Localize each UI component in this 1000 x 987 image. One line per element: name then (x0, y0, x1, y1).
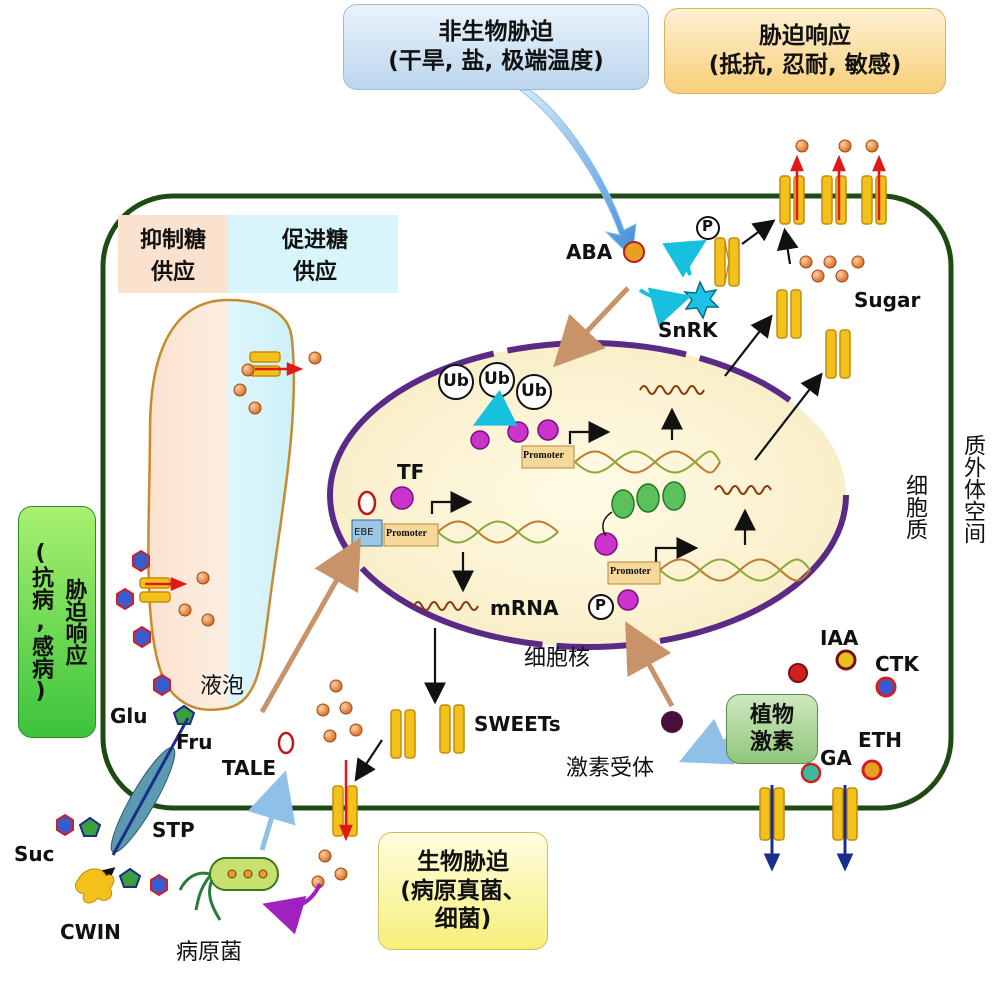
vacuole-label: 液泡 (200, 674, 245, 699)
tale-effector-icon (277, 731, 295, 755)
stress-response-box: 胁迫响应 (抵抗, 忍耐, 敏感) (664, 8, 946, 94)
tale-label: TALE (222, 756, 276, 780)
disease-response-box: 胁迫响应 (抗病,感病) (18, 506, 96, 738)
eth-label: ETH (858, 728, 903, 752)
membrane-transporters (139, 175, 887, 841)
hormone-to-receptor-arrow (678, 718, 735, 765)
tf-label: TF (397, 460, 425, 484)
ub-degradation-arrow (472, 389, 518, 426)
aba-label: ABA (566, 240, 613, 264)
tale-to-ebe-arrow (259, 537, 361, 714)
phosphate-label: P (702, 217, 713, 235)
stp-label: STP (152, 818, 195, 842)
mrna-label: mRNA (490, 596, 559, 620)
ub-label-2: Ub (484, 369, 510, 389)
hormone-receptor-dot (661, 711, 683, 733)
receptor-to-tf-arrow (625, 621, 675, 708)
promoter-label-1: Promoter (523, 450, 564, 461)
hormone-efflux-arrows (763, 785, 854, 872)
biotic-stress-box: 生物胁迫 (病原真菌、 细菌) (378, 832, 548, 950)
aba-to-snrk-arrow (638, 287, 692, 327)
pathogen-to-host-arrow (262, 883, 322, 935)
iaa-label: IAA (820, 626, 859, 650)
dna-helices (437, 450, 811, 582)
efflux-red-arrows (145, 154, 886, 842)
biotic-stress-detail-1: (病原真菌、 (400, 877, 526, 904)
hormone-box: 植物 激素 (726, 694, 818, 764)
fru-label: Fru (176, 730, 213, 754)
aba-to-ub-arrow (553, 286, 630, 368)
tf-phosphate-label: P (595, 596, 606, 614)
promoter-label-2: Promoter (386, 528, 427, 539)
sweets-label: SWEETs (474, 712, 561, 736)
sugar-label: Sugar (854, 288, 921, 312)
nucleus-label: 细胞核 (524, 646, 591, 671)
glu-label: Glu (110, 704, 148, 728)
ctk-label: CTK (875, 652, 919, 676)
pathogen-label: 病原菌 (176, 940, 243, 965)
promoter-boxes (351, 445, 661, 585)
promote-sugar-label: 促进糖 供应 (281, 228, 348, 285)
ebe-label: EBE (354, 527, 374, 538)
abiotic-stress-title: 非生物胁迫 (438, 19, 554, 46)
tale-secretion-arrow (247, 770, 296, 851)
inhibit-sugar-box-bg (118, 215, 228, 293)
cwin-enzyme-icon (75, 868, 115, 904)
promote-sugar-box-bg (228, 215, 398, 293)
disease-response-title: 胁迫响应 (61, 578, 87, 666)
apoplast-label: 质外体空间 (960, 434, 985, 544)
hormone-molecules (788, 649, 897, 784)
pathogen-bacterium-icon (178, 857, 279, 921)
suc-label: Suc (14, 842, 55, 866)
tf-phosphate-icon (588, 594, 614, 620)
tale-ebe-effector (357, 490, 377, 516)
biotic-stress-detail-2: 细菌) (434, 906, 492, 933)
pathway-black-arrows (91, 219, 823, 890)
ub-label-1: Ub (443, 371, 469, 391)
promoter-tss-arrows (430, 421, 699, 562)
transcription-factors (390, 419, 639, 611)
glucose-hexagons (56, 549, 171, 897)
mrna-strands (413, 385, 772, 611)
cwin-label: CWIN (60, 920, 121, 944)
ga-label: GA (820, 746, 852, 770)
green-effectors (611, 481, 686, 519)
biotic-stress-title: 生物胁迫 (417, 848, 509, 875)
disease-response-detail: (抗病,感病) (28, 540, 53, 704)
phosphate-icon (696, 216, 720, 240)
aba-molecule (623, 241, 645, 263)
abiotic-stress-box: 非生物胁迫 (干旱, 盐, 极端温度) (343, 4, 649, 90)
ubiquitin-group (438, 362, 552, 410)
hormone-receptor-label: 激素受体 (566, 756, 655, 781)
tf-tether (602, 511, 613, 537)
inhibit-sugar-label: 抑制糖 供应 (139, 228, 206, 285)
stp-transporter (110, 717, 190, 856)
promoter-label-3: Promoter (610, 566, 651, 577)
stress-response-title: 胁迫响应 (759, 23, 851, 50)
abiotic-stress-detail: (干旱, 盐, 极端温度) (388, 48, 604, 74)
cytoplasm-label: 细胞质 (902, 474, 927, 540)
ub-label-3: Ub (521, 381, 547, 401)
snrk-label: SnRK (658, 318, 718, 342)
stress-response-detail: (抵抗, 忍耐, 敏感) (708, 52, 902, 78)
vacuole (147, 298, 296, 712)
snrk-phosphorylation-arrow (662, 239, 707, 278)
